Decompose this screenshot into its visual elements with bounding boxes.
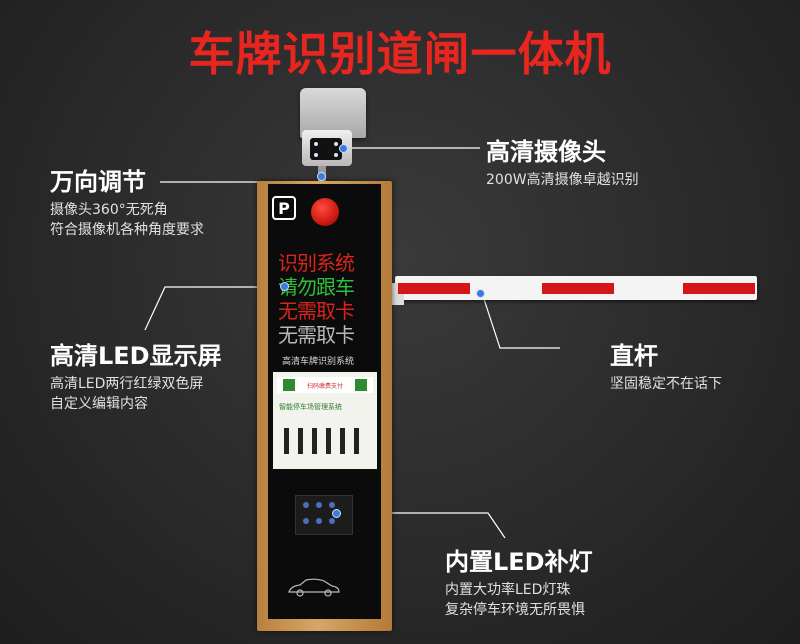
callout-rotate-line: 符合摄像机各种角度要求 xyxy=(50,222,204,238)
marker-dot-light xyxy=(332,509,341,518)
arm-stripe xyxy=(398,283,470,294)
poster-graphic xyxy=(340,428,345,454)
callout-light-line: 复杂停车环境无所畏惧 xyxy=(445,602,585,618)
led-bead xyxy=(303,518,309,524)
poster-text: 智能停车场管理系统 xyxy=(279,403,342,411)
callout-light-line: 内置大功率LED灯珠 xyxy=(445,582,571,598)
arm-stripe xyxy=(542,283,614,294)
callout-camera-line: 200W高清摄像卓越识别 xyxy=(486,172,639,188)
callout-light-title: 内置LED补灯 xyxy=(445,548,593,576)
camera-ir-led xyxy=(334,153,338,157)
poster-graphic xyxy=(354,428,359,454)
led-caption: 高清车牌识别系统 xyxy=(282,357,355,367)
led-bead xyxy=(329,518,335,524)
red-indicator-lamp xyxy=(311,198,339,226)
page-title: 车牌识别道闸一体机 xyxy=(188,27,612,81)
led-bead xyxy=(316,518,322,524)
poster-header: 扫码缴费支付 xyxy=(277,377,373,393)
poster-graphic xyxy=(326,428,331,454)
poster-graphic xyxy=(312,428,317,454)
led-bead xyxy=(329,502,335,508)
marker-dot-display xyxy=(280,282,289,291)
poster-graphic xyxy=(284,428,289,454)
poster-graphic xyxy=(298,428,303,454)
callout-rotate-desc: 摄像头360°无死角 符合摄像机各种角度要求 xyxy=(50,200,204,240)
camera-ir-led xyxy=(314,142,318,146)
callout-rotate-title: 万向调节 xyxy=(50,168,146,196)
qr-code-icon xyxy=(282,379,295,391)
camera-sunshade xyxy=(300,88,366,138)
callout-arm-title: 直杆 xyxy=(610,342,658,370)
callout-camera-desc: 200W高清摄像卓越识别 xyxy=(486,170,639,190)
camera-ir-led xyxy=(334,142,338,146)
camera-ir-led xyxy=(314,153,318,157)
led-bead xyxy=(303,502,309,508)
poster-tag: 扫码缴费支付 xyxy=(306,382,343,390)
callout-light-desc: 内置大功率LED灯珠 复杂停车环境无所畏惧 xyxy=(445,580,585,620)
callout-arm-line: 坚固稳定不在话下 xyxy=(610,376,722,392)
callout-camera-title: 高清摄像头 xyxy=(486,138,606,166)
callout-rotate-line: 摄像头360°无死角 xyxy=(50,202,168,218)
led-row-2: 请勿跟车 xyxy=(278,275,355,299)
callout-display-desc: 高清LED两行红绿双色屏 自定义编辑内容 xyxy=(50,374,203,414)
callout-display-title: 高清LED显示屏 xyxy=(50,342,222,370)
leader-arm xyxy=(481,292,560,349)
parking-logo: P xyxy=(272,196,296,220)
callout-display-line: 自定义编辑内容 xyxy=(50,396,148,412)
marker-dot-rotate xyxy=(317,172,326,181)
callout-display-line: 高清LED两行红绿双色屏 xyxy=(50,376,204,392)
fill-light-module xyxy=(295,495,353,535)
led-row-1: 识别系统 xyxy=(278,251,355,275)
led-bead xyxy=(316,502,322,508)
arm-stripe xyxy=(683,283,755,294)
marker-dot-camera xyxy=(339,144,348,153)
car-icon xyxy=(288,578,340,597)
callout-arm-desc: 坚固稳定不在话下 xyxy=(610,374,722,394)
led-row-3: 无需取卡 xyxy=(278,299,355,323)
led-row-4: 无需取卡 xyxy=(278,323,355,347)
qr-code-icon xyxy=(354,379,367,391)
marker-dot-arm xyxy=(476,289,485,298)
